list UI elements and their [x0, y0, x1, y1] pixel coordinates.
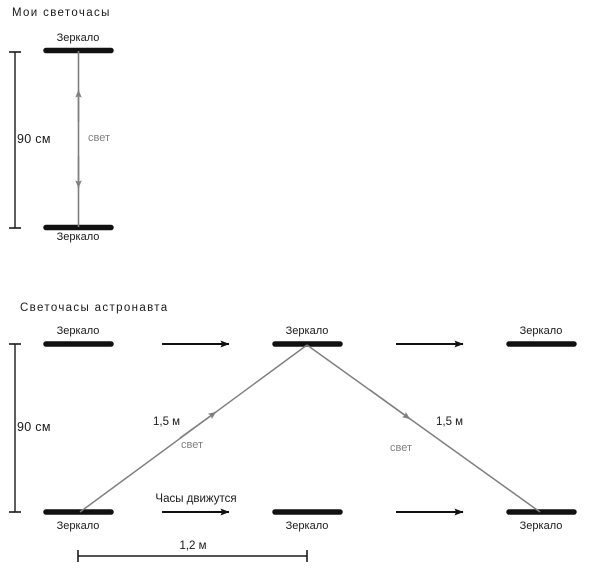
motion-label: Часы движутся [155, 493, 237, 505]
mirror-label-bottom-middle: Зеркало [285, 520, 329, 532]
dimension-label-vertical-1: 90 см [17, 132, 51, 146]
light-path-down-leg [306, 344, 541, 513]
dimension-bracket-vertical-1 [9, 51, 21, 229]
length-label-down-leg: 1,5 м [436, 416, 464, 428]
mirror-label-top-middle: Зеркало [285, 325, 329, 337]
section-title-my-light-clock: Мои светочасы [12, 7, 111, 19]
mirror-label-bottom-right: Зеркало [519, 520, 563, 532]
mirror-label-top-rest: Зеркало [56, 32, 100, 44]
dimension-bracket-horizontal [77, 550, 308, 562]
mirror-label-bottom-left: Зеркало [56, 520, 100, 532]
dimension-label-vertical-2: 90 см [17, 420, 51, 434]
mirror-label-top-right: Зеркало [519, 325, 563, 337]
light-label-rest: свет [88, 132, 111, 144]
section-title-astronaut-light-clock: Светочасы астронавта [20, 302, 169, 314]
light-path-up-leg [79, 344, 308, 513]
mirror-label-bottom-rest: Зеркало [56, 231, 100, 243]
light-label-up-leg: свет [181, 439, 204, 451]
light-label-down-leg: свет [390, 442, 413, 454]
length-label-up-leg: 1,5 м [153, 416, 181, 428]
dimension-bracket-vertical-2 [9, 343, 21, 513]
dimension-label-horizontal: 1,2 м [179, 540, 207, 552]
mirror-label-top-left: Зеркало [56, 325, 100, 337]
